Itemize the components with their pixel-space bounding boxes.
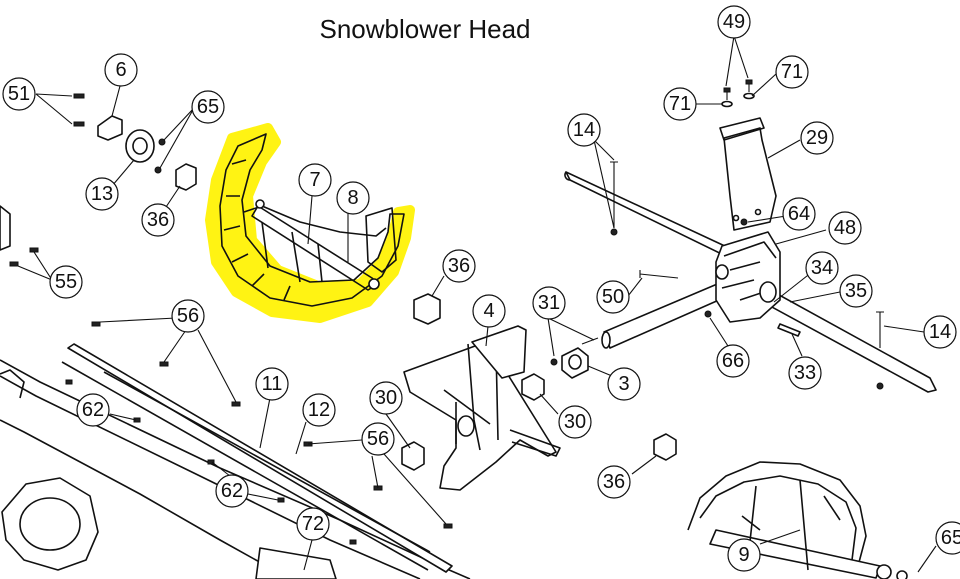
svg-text:71: 71 (669, 93, 691, 115)
bushing-30a (521, 373, 545, 401)
callout-48[interactable]: 48 (828, 211, 862, 245)
svg-text:4: 4 (483, 300, 494, 322)
chute-housing (403, 325, 561, 491)
highlighted-auger-part (205, 123, 415, 323)
svg-text:56: 56 (177, 305, 199, 327)
callout-30-right[interactable]: 30 (558, 405, 592, 439)
svg-text:51: 51 (8, 83, 30, 105)
callout-11[interactable]: 11 (255, 367, 289, 401)
svg-text:48: 48 (834, 217, 856, 239)
callout-14-top[interactable]: 14 (567, 113, 601, 147)
callout-62-top[interactable]: 62 (76, 393, 110, 427)
callout-72[interactable]: 72 (296, 507, 330, 541)
highlight-region (205, 123, 415, 323)
svg-text:55: 55 (55, 271, 77, 293)
callout-30-left[interactable]: 30 (369, 381, 403, 415)
bushing-36b (413, 293, 441, 325)
callout-55[interactable]: 55 (49, 265, 83, 299)
callout-12[interactable]: 12 (302, 393, 336, 427)
svg-text:72: 72 (302, 513, 324, 535)
svg-text:65: 65 (197, 96, 219, 118)
svg-text:35: 35 (845, 280, 867, 302)
svg-text:12: 12 (308, 399, 330, 421)
callout-36-bottom[interactable]: 36 (597, 465, 631, 499)
bushing-36a (175, 163, 197, 191)
gearbox-assembly (564, 117, 937, 393)
svg-text:6: 6 (115, 59, 126, 81)
callout-29[interactable]: 29 (800, 121, 834, 155)
svg-text:62: 62 (221, 480, 243, 502)
callout-34[interactable]: 34 (805, 251, 839, 285)
svg-text:33: 33 (794, 362, 816, 384)
svg-text:14: 14 (573, 119, 595, 141)
callout-62-bottom[interactable]: 62 (215, 474, 249, 508)
callout-51[interactable]: 51 (2, 77, 36, 111)
callout-56-top[interactable]: 56 (171, 299, 205, 333)
callout-3[interactable]: 3 (607, 367, 641, 401)
callout-71-left[interactable]: 71 (663, 87, 697, 121)
svg-text:65: 65 (941, 527, 960, 549)
callout-64[interactable]: 64 (782, 197, 816, 231)
bushing-36c (653, 433, 677, 461)
callout-71-right[interactable]: 71 (775, 55, 809, 89)
svg-text:14: 14 (929, 321, 951, 343)
callout-49[interactable]: 49 (717, 5, 751, 39)
bearing-3 (561, 347, 589, 379)
callout-31[interactable]: 31 (532, 286, 566, 320)
callout-56-bottom[interactable]: 56 (361, 422, 395, 456)
svg-text:36: 36 (448, 255, 470, 277)
callout-36-middle[interactable]: 36 (442, 249, 476, 283)
callout-7[interactable]: 7 (298, 163, 332, 197)
flange-13 (125, 129, 155, 163)
svg-text:34: 34 (811, 257, 833, 279)
svg-text:8: 8 (347, 187, 358, 209)
callout-33[interactable]: 33 (788, 356, 822, 390)
diagram-title: Snowblower Head (319, 14, 531, 44)
wear-strips (61, 343, 453, 573)
callout-36-left[interactable]: 36 (141, 203, 175, 237)
svg-text:13: 13 (91, 183, 113, 205)
callout-8[interactable]: 8 (336, 181, 370, 215)
svg-text:49: 49 (723, 11, 745, 33)
callout-65-top[interactable]: 65 (191, 90, 225, 124)
svg-text:71: 71 (781, 61, 803, 83)
svg-text:9: 9 (738, 544, 749, 566)
svg-text:7: 7 (309, 169, 320, 191)
callout-35[interactable]: 35 (839, 274, 873, 308)
svg-text:36: 36 (147, 209, 169, 231)
bearing-parts (97, 115, 801, 471)
svg-text:30: 30 (564, 411, 586, 433)
svg-text:50: 50 (602, 286, 624, 308)
callout-6[interactable]: 6 (104, 53, 138, 87)
svg-text:66: 66 (722, 350, 744, 372)
svg-text:11: 11 (262, 373, 283, 395)
svg-text:62: 62 (82, 399, 104, 421)
svg-text:64: 64 (788, 203, 810, 225)
svg-text:31: 31 (538, 292, 560, 314)
callout-50[interactable]: 50 (596, 280, 630, 314)
svg-text:30: 30 (375, 387, 397, 409)
bushing-30b (401, 441, 425, 471)
key-33 (777, 323, 801, 337)
svg-text:3: 3 (618, 373, 629, 395)
bearing-6 (97, 115, 123, 141)
callout-4[interactable]: 4 (472, 294, 506, 328)
svg-text:29: 29 (806, 127, 828, 149)
svg-text:36: 36 (603, 471, 625, 493)
callout-65-bottom[interactable]: 65 (935, 521, 960, 555)
callout-66[interactable]: 66 (716, 344, 750, 378)
callout-9[interactable]: 9 (727, 538, 761, 572)
second-auger (687, 461, 908, 579)
callout-13[interactable]: 13 (85, 177, 119, 211)
svg-text:56: 56 (367, 428, 389, 450)
callouts: 49 71 71 6 51 65 13 36 7 8 14 29 64 48 5… (2, 5, 960, 572)
callout-14-right[interactable]: 14 (923, 315, 957, 349)
